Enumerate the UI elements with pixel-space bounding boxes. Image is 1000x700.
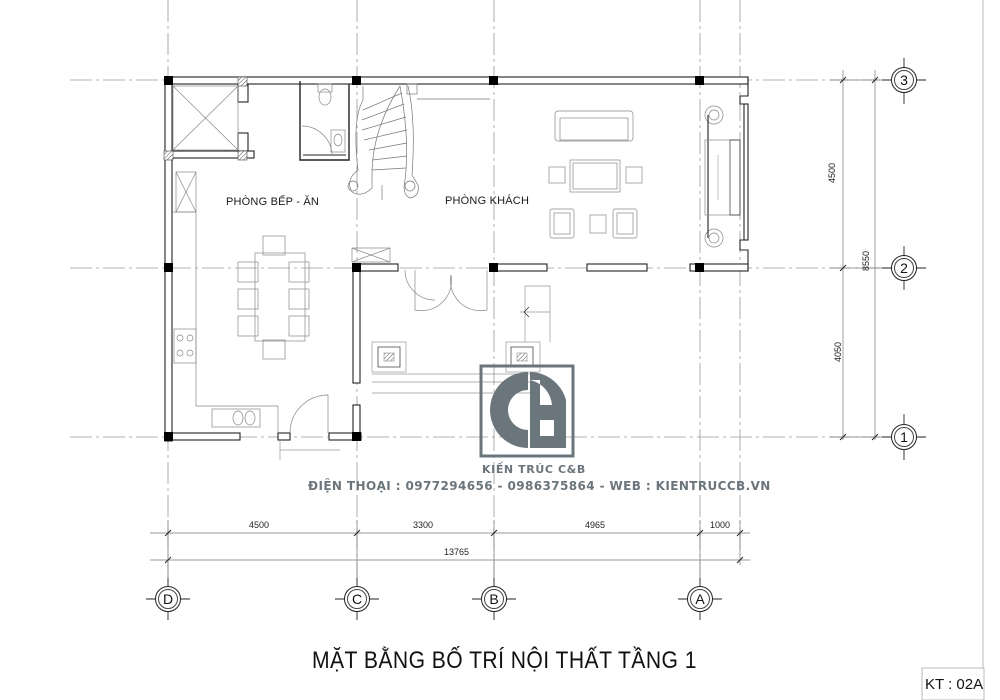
grid-bubble-2: 2 — [891, 255, 917, 281]
grid-label-b: B — [489, 591, 499, 607]
dimension-b-a: 4965 — [585, 520, 606, 530]
dimension-a-edge: 1000 — [710, 520, 731, 530]
bottom-dimension-lines — [150, 520, 750, 580]
grid-bubble-b: B — [481, 586, 507, 612]
room-label-kitchen-dining: PHÒNG BẾP - ĂN — [226, 196, 320, 208]
watermark-contact: ĐIỆN THOẠI : 0977294656 - 0986375864 - W… — [308, 479, 771, 493]
grid-label-c: C — [351, 591, 363, 607]
watermark-brand: KIẾN TRÚC C&B — [482, 463, 586, 476]
dining-furniture — [173, 211, 310, 433]
grid-bubble-a: A — [687, 586, 713, 612]
grid-label-3: 3 — [900, 72, 908, 88]
grid-lines — [70, 0, 880, 595]
room-label-living-room: PHÒNG KHÁCH — [445, 195, 530, 207]
grid-bubble-d: D — [155, 586, 181, 612]
dimension-2-1: 4050 — [833, 341, 844, 363]
columns — [164, 76, 704, 441]
drawing-title: MẶT BẰNG BỐ TRÍ NỘI THẤT TẦNG 1 — [312, 647, 697, 674]
hatched-columns — [163, 76, 248, 161]
dimension-total-vertical: 8550 — [861, 250, 872, 272]
grid-bubble-c: C — [344, 586, 370, 612]
right-dimension-lines — [830, 70, 886, 441]
grid-bubble-1: 1 — [891, 424, 917, 450]
grid-bubble-ticks — [146, 58, 926, 620]
walls — [164, 76, 749, 442]
brand-logo — [479, 364, 575, 458]
sheet-code: KT : 02A — [925, 676, 984, 693]
dimension-3-2: 4500 — [827, 162, 838, 184]
staircase — [347, 83, 490, 200]
grid-label-2: 2 — [900, 260, 908, 276]
grid-label-a: A — [695, 591, 705, 607]
doors — [289, 247, 488, 434]
dimension-total-horizontal: 13765 — [444, 547, 470, 557]
grid-label-1: 1 — [900, 429, 908, 445]
dimension-d-c: 4500 — [249, 520, 270, 530]
wc-fixtures — [301, 83, 346, 157]
living-room-furniture — [548, 105, 741, 248]
sheet-border — [921, 0, 985, 700]
storage-void — [172, 85, 239, 213]
grid-label-d: D — [162, 591, 174, 607]
grid-bubble-3: 3 — [891, 67, 917, 93]
dimension-c-b: 3300 — [413, 520, 434, 530]
